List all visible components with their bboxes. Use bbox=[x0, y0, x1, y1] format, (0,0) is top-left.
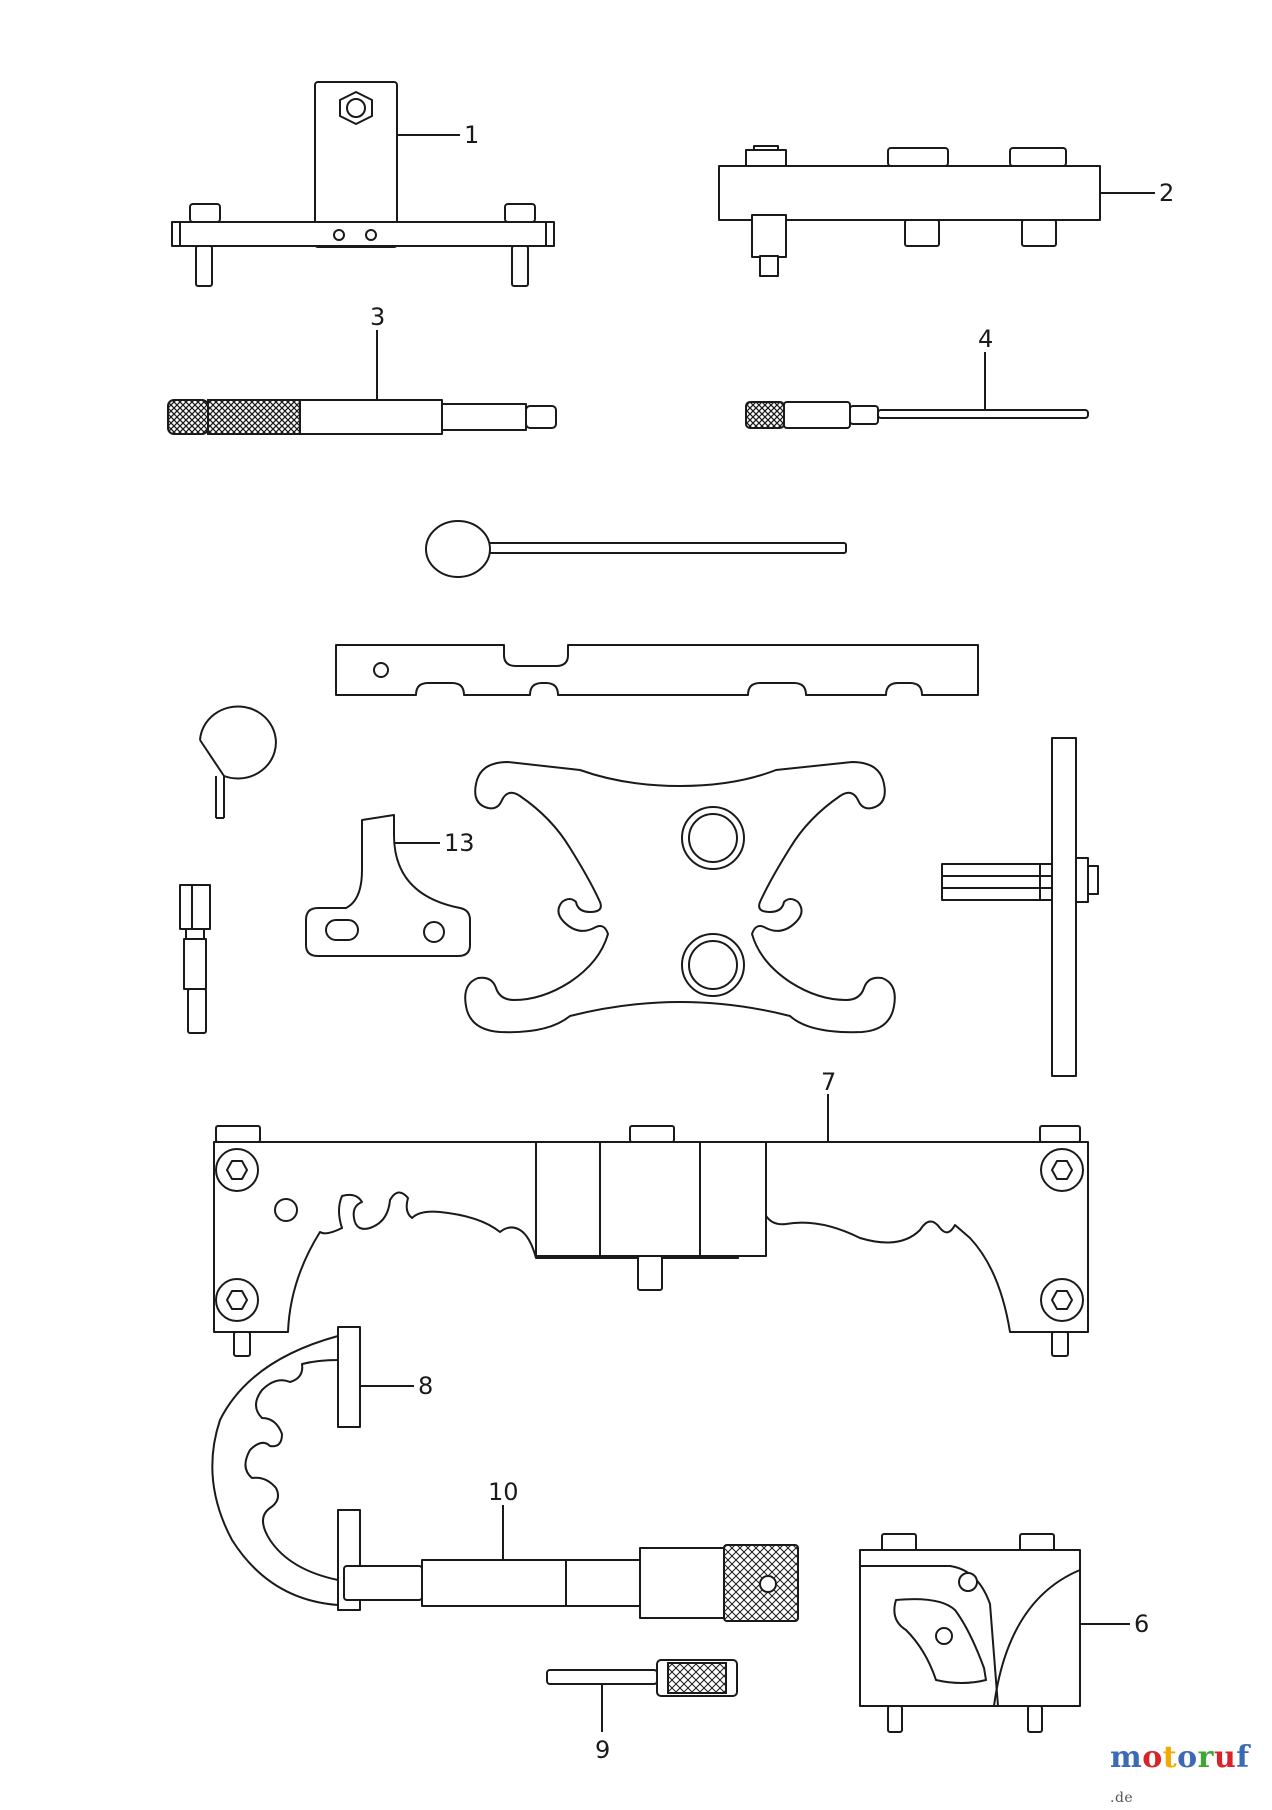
brand-letter-o2: o bbox=[1177, 1740, 1198, 1775]
brand-letter-t: t bbox=[1162, 1740, 1178, 1775]
label-9: 9 bbox=[595, 1736, 610, 1764]
brand-tld: .de bbox=[1110, 1790, 1134, 1806]
brand-letter-m: m bbox=[1110, 1740, 1143, 1775]
part-hex-bit bbox=[179, 884, 211, 1034]
label-1: 1 bbox=[464, 121, 479, 149]
label-8: 8 bbox=[418, 1372, 433, 1400]
brand-letter-u: u bbox=[1213, 1740, 1237, 1775]
part-7-holding-fixture bbox=[213, 1125, 1089, 1357]
part-4-fine-pin bbox=[745, 401, 1089, 429]
part-paddle-rod bbox=[425, 520, 847, 578]
label-2: 2 bbox=[1159, 179, 1174, 207]
label-4: 4 bbox=[978, 325, 993, 353]
label-6: 6 bbox=[1134, 1610, 1149, 1638]
brand-letter-r: r bbox=[1197, 1740, 1214, 1775]
label-3: 3 bbox=[370, 303, 385, 331]
part-8-locking-arc bbox=[211, 1326, 361, 1611]
label-10: 10 bbox=[488, 1478, 519, 1506]
part-tee-bar bbox=[941, 737, 1099, 1077]
part-13-locking-tab bbox=[305, 814, 471, 957]
part-6-camshaft-block bbox=[859, 1533, 1081, 1733]
label-13: 13 bbox=[444, 829, 475, 857]
brand-logo: motoruf .de bbox=[1110, 1740, 1272, 1806]
part-1-locking-plate bbox=[171, 81, 555, 287]
part-10-setting-pin bbox=[343, 1544, 799, 1622]
part-3-knurled-pin bbox=[167, 399, 557, 435]
part-ring-pin bbox=[199, 705, 277, 819]
part-2-camshaft-setting-bar bbox=[718, 145, 1101, 277]
part-notched-bar bbox=[335, 644, 979, 696]
brand-letter-o: o bbox=[1142, 1740, 1163, 1775]
part-9-small-pin bbox=[546, 1659, 738, 1697]
part-x-plate bbox=[464, 761, 896, 1034]
label-7: 7 bbox=[821, 1068, 836, 1096]
brand-letter-f: f bbox=[1236, 1740, 1250, 1775]
